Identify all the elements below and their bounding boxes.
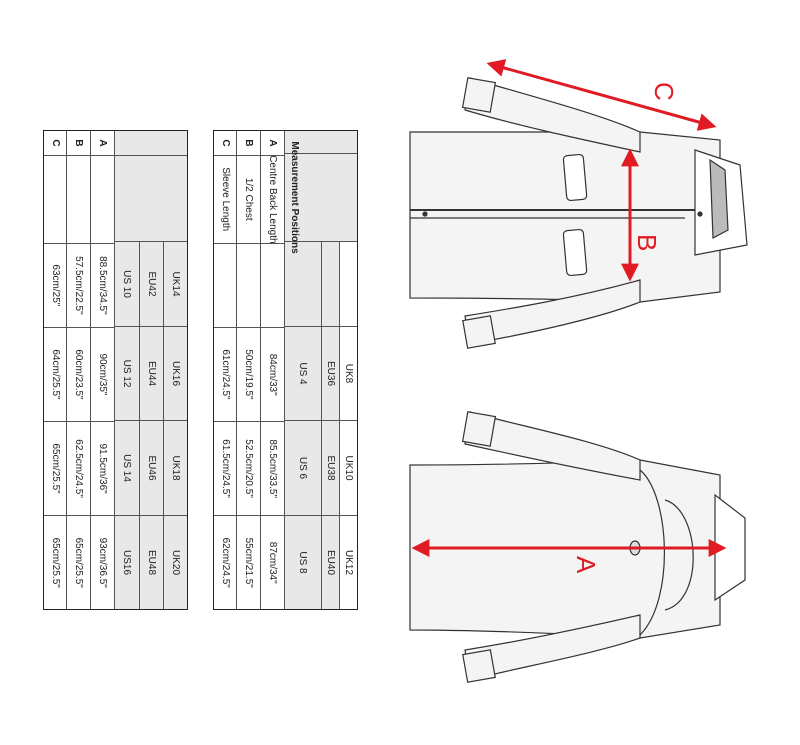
size-eu42: EU42 [140,242,163,327]
table-row: C 63cm/25" 64cm/25.5" 65cm/25.5" 65cm/25… [44,131,67,609]
measure-c-label: C [649,82,679,101]
size-us6: US 6 [285,421,321,516]
size-us14: US 14 [115,421,139,516]
size-eu48: EU48 [146,549,157,575]
size-uk16: UK16 [164,327,187,421]
size-us10: US 10 [115,242,139,327]
size-eu36: EU36 [322,327,339,421]
table-row: B 1/2 Chest 50cm/19.5" 52.5cm/20.5" 55cm… [237,131,261,609]
measure-a-label: A [571,556,601,574]
table-row: A 88.5cm/34.5" 90cm/35" 91.5cm/36" 93cm/… [91,131,115,609]
size-chart-table: Measurement Positions UK8 UK10 UK12 EU36… [43,130,358,610]
size-us4: US 4 [285,327,321,421]
size-block-small: Measurement Positions UK8 UK10 UK12 EU36… [213,130,358,610]
measurement-positions-title: Measurement Positions [285,141,357,254]
size-us12: US 12 [115,327,139,421]
size-uk10: UK10 [340,421,357,516]
measure-b-label: B [632,234,662,251]
size-uk12: UK12 [343,549,354,575]
table-row: A Centre Back Length 84cm/33" 85.5cm/33.… [261,131,285,609]
garment-diagrams: C B A [409,59,748,683]
size-uk8: UK8 [340,327,357,421]
measure-c-arrow [486,59,717,131]
size-eu38: EU38 [322,421,339,516]
size-block-large: UK14 UK16 UK18 UK20 EU42 EU44 EU46 EU48 … [43,130,188,610]
table-row: B 57.5cm/22.5" 60cm/23.5" 62.5cm/24.5" 6… [67,131,91,609]
size-uk18: UK18 [164,421,187,516]
size-eu46: EU46 [140,421,163,516]
size-uk20: UK20 [170,549,181,575]
size-us16: US16 [121,549,133,575]
size-eu44: EU44 [140,327,163,421]
table-row: C Sleeve Length 61cm/24.5" 61.5cm/24.5" … [214,131,237,609]
size-eu40: EU40 [325,549,336,575]
size-uk14: UK14 [164,242,187,327]
jacket-front-view [409,77,748,349]
size-us8: US 8 [297,551,309,574]
